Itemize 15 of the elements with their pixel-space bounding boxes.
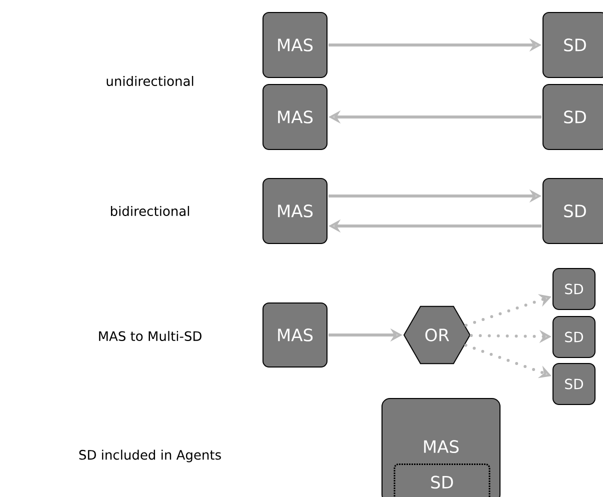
process-box: SD xyxy=(542,178,603,244)
row-label: unidirectional xyxy=(106,76,194,86)
process-box: SD xyxy=(542,12,603,78)
process-box: MAS xyxy=(262,302,328,368)
process-box: SD xyxy=(552,316,596,358)
process-box: MAS xyxy=(262,84,328,150)
row-label: bidirectional xyxy=(110,206,190,216)
process-box: MAS xyxy=(262,178,328,244)
process-box: SD xyxy=(542,84,603,150)
process-box: SD xyxy=(552,268,596,310)
process-box: SD xyxy=(552,362,596,405)
process-box: MAS xyxy=(262,12,328,78)
row-label: SD included in Agents xyxy=(79,450,221,462)
inner-box: SD xyxy=(394,463,490,497)
row-label: MAS to Multi-SD xyxy=(99,330,202,342)
